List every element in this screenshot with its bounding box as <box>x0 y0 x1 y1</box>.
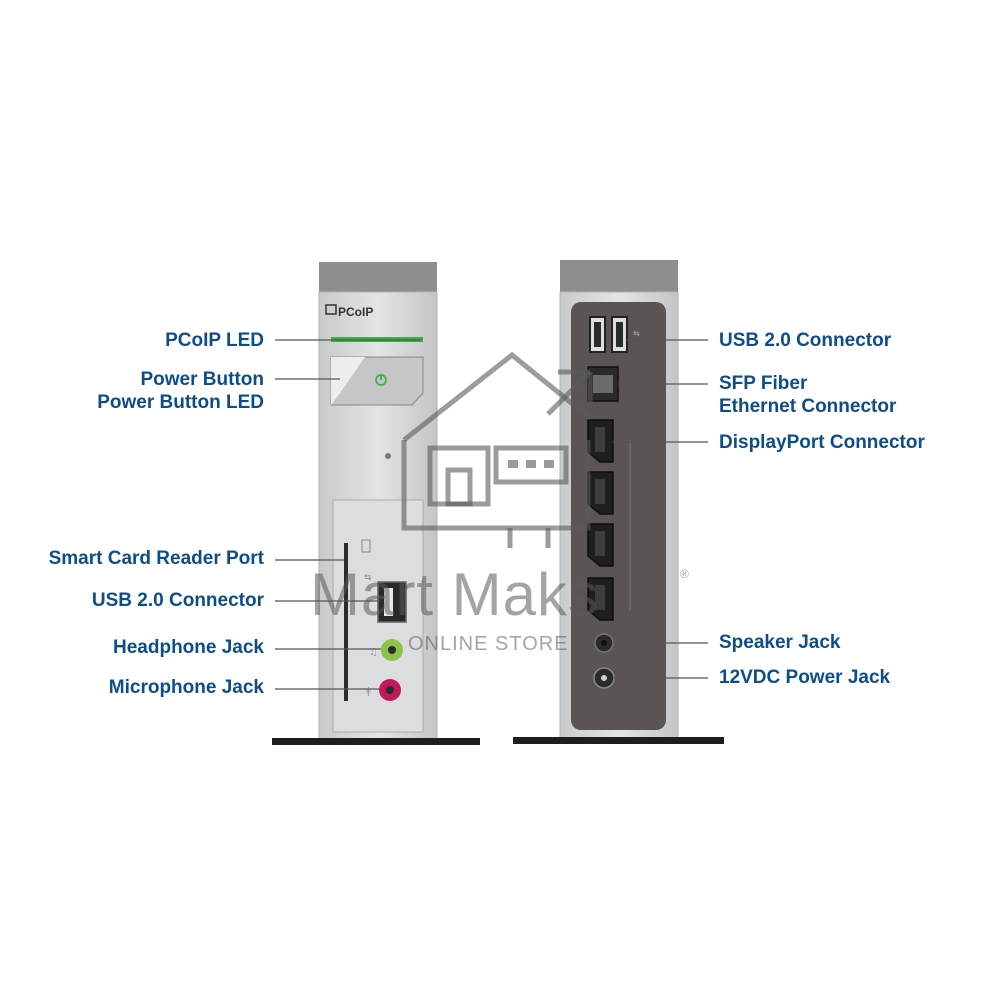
rear-usb-symbol-icon: ⇆ <box>633 329 640 338</box>
power-jack-pin <box>601 675 607 681</box>
label-sfp-fiber-line2: Ethernet Connector <box>719 396 897 417</box>
label-power-button-text: Power Button <box>140 369 265 390</box>
label-power-jack-text: 12VDC Power Jack <box>719 667 891 688</box>
microphone-icon: ǂ <box>366 686 371 697</box>
label-rear-usb: USB 2.0 Connector <box>719 329 891 352</box>
watermark-dot-1 <box>508 460 518 468</box>
headphone-jack-hole <box>388 646 396 654</box>
smart-card-icon <box>361 539 371 553</box>
label-smart-card-reader-text: Smart Card Reader Port <box>48 548 264 569</box>
label-pcoip-led-text: PCoIP LED <box>165 330 264 351</box>
watermark-arrow-stem <box>546 370 592 416</box>
front-indicator-dot <box>385 453 391 459</box>
pcoip-logo-text: PCoIP <box>338 305 373 319</box>
displayport-2-pins <box>595 479 605 504</box>
watermark-house-body <box>401 440 591 531</box>
rear-usb-port-1-tongue <box>594 322 601 347</box>
leader-lines <box>275 339 708 690</box>
front-usb-port-tongue <box>384 588 393 616</box>
label-smart-card-reader: Smart Card Reader Port <box>49 547 264 570</box>
label-power-button: Power Button Power Button LED <box>97 368 264 414</box>
label-displayport-text: DisplayPort Connector <box>719 432 925 453</box>
label-displayport: DisplayPort Connector <box>719 431 925 454</box>
label-front-usb: USB 2.0 Connector <box>92 589 264 612</box>
watermark-registered-mark: ® <box>680 567 689 581</box>
label-power-jack: 12VDC Power Jack <box>719 666 890 689</box>
watermark-dot-3 <box>544 460 554 468</box>
watermark-house-logo <box>401 351 593 548</box>
label-headphone-jack-text: Headphone Jack <box>113 637 264 658</box>
sfp-fiber-port-inner <box>593 375 613 393</box>
label-front-usb-text: USB 2.0 Connector <box>91 590 264 611</box>
usb-symbol-icon: ⇆ <box>364 573 372 583</box>
power-button-highlight <box>331 357 365 405</box>
smart-card-slot[interactable] <box>344 543 348 701</box>
label-rear-usb-text: USB 2.0 Connector <box>719 330 892 351</box>
label-microphone-jack-text: Microphone Jack <box>108 677 264 698</box>
microphone-jack-hole <box>386 686 394 694</box>
displayport-3-pins <box>595 531 605 556</box>
watermark-door-icon <box>445 467 473 507</box>
label-power-button-led-text: Power Button LED <box>97 392 264 413</box>
watermark-sign-dots <box>508 460 554 468</box>
label-headphone-jack: Headphone Jack <box>113 636 264 659</box>
label-speaker-jack: Speaker Jack <box>719 631 841 654</box>
rear-panel <box>571 302 666 730</box>
rear-unit: ⇆ <box>513 260 724 744</box>
displayport-group <box>587 419 631 621</box>
watermark-dot-2 <box>526 460 536 468</box>
rear-stand <box>513 737 724 744</box>
headphone-icon: ♫ <box>369 647 378 658</box>
speaker-jack-hole <box>601 640 607 646</box>
label-microphone-jack: Microphone Jack <box>109 676 264 699</box>
displayport-4-pins <box>595 585 605 610</box>
label-sfp-fiber: SFP Fiber Ethernet Connector <box>719 372 896 418</box>
front-unit: PCoIP ⇆ ♫ ǂ <box>272 262 480 745</box>
label-sfp-fiber-line1: SFP Fiber <box>719 373 808 394</box>
displayport-1-pins <box>595 427 605 452</box>
front-top-cap <box>319 262 437 292</box>
watermark-brand: Mart Maks <box>310 561 600 628</box>
front-stand <box>272 738 480 745</box>
watermark-sign-icon <box>493 445 569 485</box>
watermark-window-icon <box>427 445 491 507</box>
rear-usb-port-2-tongue <box>616 322 623 347</box>
pcoip-logo-icon <box>325 304 337 315</box>
watermark-tagline: ONLINE STORE <box>408 633 569 655</box>
rear-top-cap <box>560 260 678 292</box>
label-speaker-jack-text: Speaker Jack <box>719 632 841 653</box>
label-pcoip-led: PCoIP LED <box>165 329 264 352</box>
